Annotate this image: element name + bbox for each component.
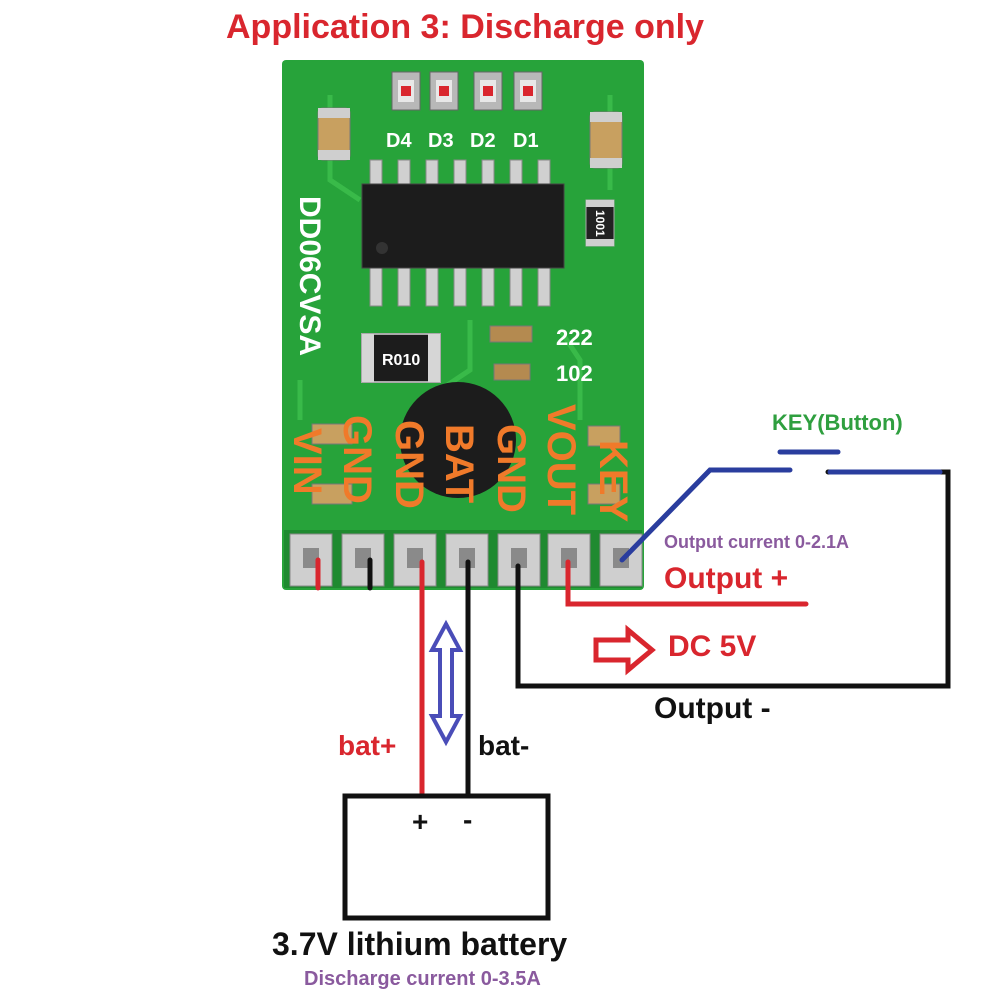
- battery-box: [342, 793, 551, 921]
- capacitor-pin-right: [587, 425, 621, 505]
- capacitor-222: [489, 325, 533, 343]
- pin-label-key: KEY: [591, 440, 635, 523]
- bat-minus-label: bat-: [478, 730, 530, 761]
- led-d3: [429, 71, 459, 111]
- bat-plus-label: bat+: [338, 730, 397, 761]
- led-group: [391, 71, 543, 111]
- inductor: [400, 382, 516, 498]
- pin-label-gnd: GND: [387, 420, 431, 509]
- pin-label-vin: VIN: [285, 428, 329, 495]
- battery-label: 3.7V lithium battery: [272, 926, 568, 962]
- capacitor-label-102: 102: [556, 361, 593, 386]
- wire-key: [619, 467, 793, 563]
- capacitor-right: [589, 111, 623, 169]
- double-arrow-icon: [428, 619, 464, 747]
- key-button-label: KEY(Button): [772, 410, 903, 435]
- led-label: D3: [428, 130, 454, 152]
- header-pin: [289, 533, 333, 587]
- output-current-label: Output current 0-2.1A: [664, 532, 850, 552]
- led-d4: [391, 71, 421, 111]
- right-arrow-icon: [593, 624, 656, 676]
- resistor-label-r010: R010: [382, 352, 420, 369]
- battery-minus-terminal: -: [463, 804, 473, 835]
- output-plus-label: Output +: [664, 562, 789, 595]
- dc-5v-label: DC 5V: [668, 630, 757, 663]
- pin-label-gnd: GND: [489, 424, 533, 513]
- capacitor-label-222: 222: [556, 325, 593, 350]
- capacitor-left: [317, 107, 351, 161]
- board-model: DD06CVSA: [293, 196, 326, 356]
- header-pin: [393, 533, 437, 587]
- battery-plus-terminal: +: [412, 806, 429, 837]
- capacitor-pin-left: [311, 423, 353, 505]
- led-label: D1: [513, 130, 539, 152]
- pin-label-gnd: GND: [335, 415, 379, 504]
- discharge-current-label: Discharge current 0-3.5A: [304, 968, 541, 990]
- resistor-r010: [361, 333, 441, 383]
- capacitor-102: [493, 363, 531, 381]
- pin-label-bat: BAT: [437, 424, 481, 503]
- led-label: D4: [386, 130, 412, 152]
- header-pin: [341, 533, 385, 587]
- wire-output-plus: [565, 559, 809, 607]
- ic-chip: [361, 159, 565, 307]
- output-minus-label: Output -: [654, 692, 771, 725]
- resistor-1001: [585, 199, 615, 247]
- page-title: Application 3: Discharge only: [226, 8, 704, 46]
- pin-label-vout: VOUT: [539, 404, 583, 515]
- resistor-label-1001: 1001: [593, 210, 607, 237]
- led-label: D2: [470, 130, 496, 152]
- led-d2: [473, 71, 503, 111]
- led-d1: [513, 71, 543, 111]
